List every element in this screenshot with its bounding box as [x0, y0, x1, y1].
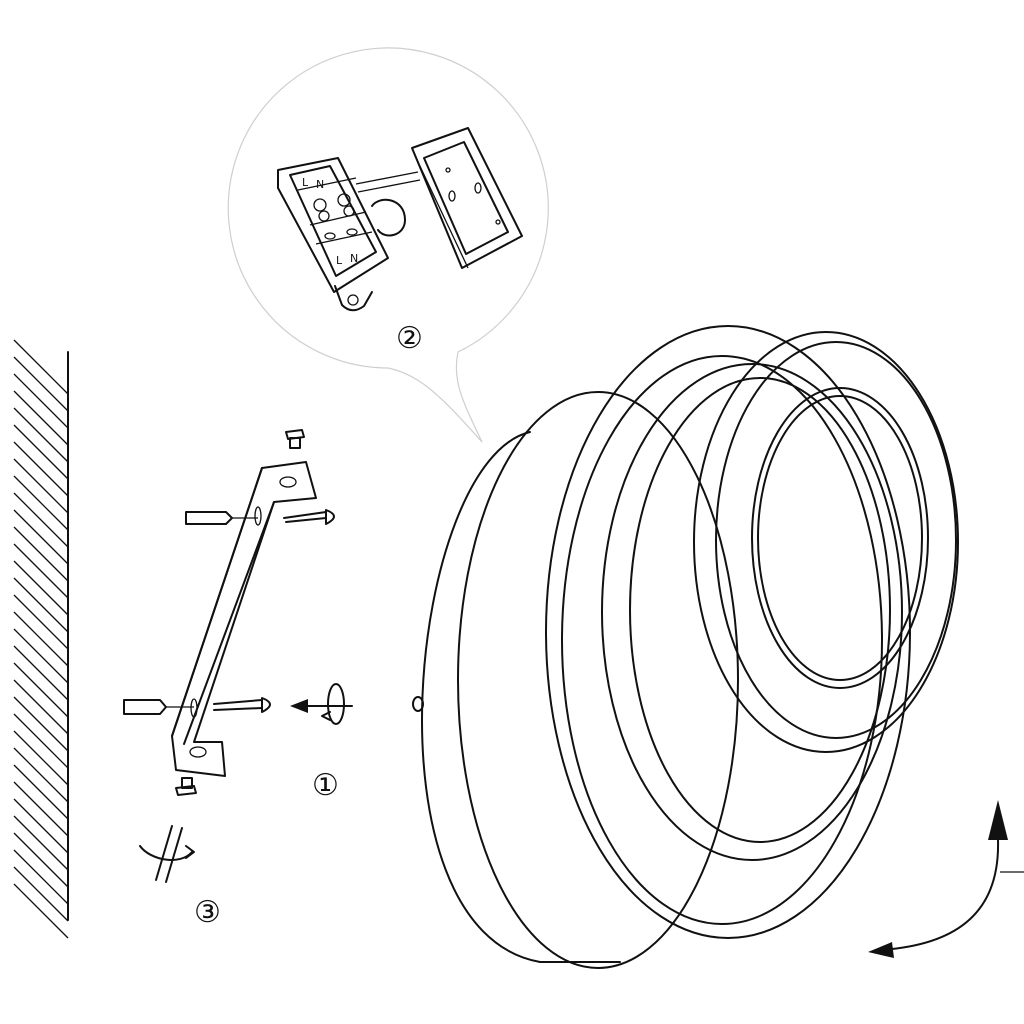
mounting-bracket-icon	[171, 461, 317, 777]
hatch-line	[13, 577, 69, 633]
hatch-line	[13, 679, 69, 735]
wall-hatch-icon	[13, 339, 69, 939]
hatch-line	[13, 645, 69, 701]
screw-icon	[175, 429, 335, 796]
screwdriver-rotate-icon	[139, 825, 195, 883]
hatch-line	[13, 560, 69, 616]
curved-turn-arrow-icon	[868, 800, 1024, 958]
hatch-line	[13, 815, 69, 871]
hatch-line	[13, 407, 69, 463]
hatch-line	[13, 611, 69, 667]
wall-plug-icon	[123, 511, 258, 715]
hatch-line	[13, 441, 69, 497]
hatch-line	[13, 492, 69, 548]
hatch-line	[13, 475, 69, 531]
hatch-line	[13, 730, 69, 786]
step-1-label: ①	[312, 768, 339, 803]
hatch-line	[13, 832, 69, 888]
terminal-bottom-l: L	[336, 254, 343, 267]
hatch-line	[13, 390, 69, 446]
hatch-line	[13, 764, 69, 820]
hatch-line	[13, 543, 69, 599]
hatch-line	[13, 696, 69, 752]
hatch-line	[13, 798, 69, 854]
hatch-line	[13, 509, 69, 565]
hatch-line	[13, 849, 69, 905]
detail-callout	[227, 47, 549, 443]
terminal-top-n: N	[316, 178, 324, 191]
hatch-line	[13, 883, 69, 939]
hatch-line	[13, 339, 69, 395]
hatch-line	[13, 373, 69, 429]
terminal-bottom-n: N	[350, 252, 358, 265]
hatch-line	[13, 713, 69, 769]
step-2-label: ②	[396, 321, 423, 356]
hatch-line	[13, 662, 69, 718]
hatch-line	[13, 747, 69, 803]
hatch-line	[13, 866, 69, 922]
terminal-top-l: L	[302, 176, 309, 189]
step-3-label: ③	[194, 895, 221, 930]
hatch-line	[13, 458, 69, 514]
hatch-line	[13, 594, 69, 650]
hatch-line	[13, 781, 69, 837]
hatch-line	[13, 526, 69, 582]
hatch-line	[13, 356, 69, 412]
terminal-block: L N L N	[277, 157, 421, 312]
cover-tray	[411, 127, 523, 269]
round-wall-lamp-icon	[412, 325, 959, 969]
hatch-line	[13, 628, 69, 684]
rotate-clockwise-icon	[321, 683, 345, 725]
hatch-line	[13, 424, 69, 480]
